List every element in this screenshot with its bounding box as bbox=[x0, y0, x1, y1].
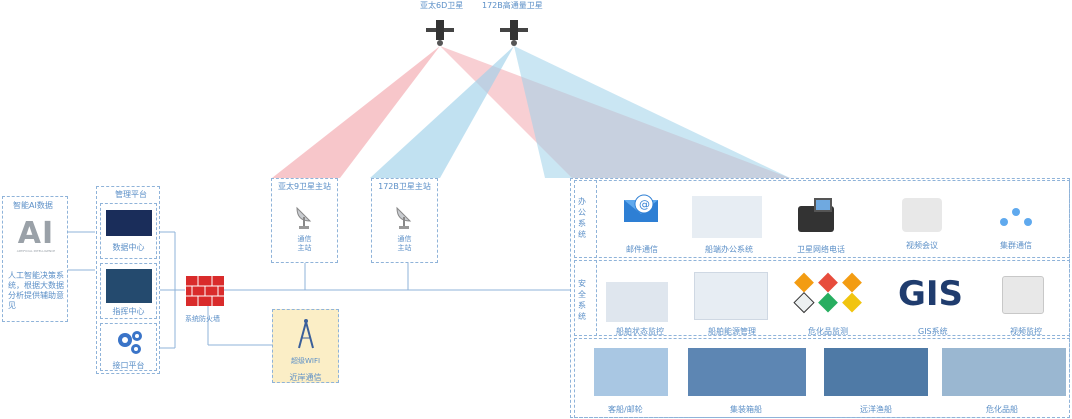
safety-item-label: 船舶状态监控 bbox=[616, 327, 664, 336]
office-title: 办公系统 bbox=[578, 197, 586, 239]
ships-row bbox=[574, 338, 1070, 418]
office-item-label: 卫星网络电话 bbox=[797, 245, 845, 254]
ship-item-label: 危化品船 bbox=[986, 405, 1018, 414]
email-icon: @ bbox=[624, 194, 658, 222]
ai-logo: AI ARTIFICIAL INTELLIGENCE bbox=[16, 216, 56, 254]
interface-platform-card[interactable]: 接口平台 bbox=[100, 323, 157, 371]
safety-item-label: 视频监控 bbox=[1010, 327, 1042, 336]
safety-item-label: 危化品监测 bbox=[808, 327, 848, 336]
command-center-card[interactable]: 指挥中心 bbox=[100, 263, 157, 319]
fishing-ship-image bbox=[824, 348, 928, 396]
satellite-1-label: 亚太6D卫星 bbox=[420, 1, 464, 10]
hazard-signs-icon bbox=[793, 272, 862, 314]
cluster-communication-icon bbox=[1000, 208, 1032, 226]
safety-item-label: GIS系统 bbox=[918, 327, 948, 336]
management-panel: 管理平台 数据中心 指挥中心 接口平台 bbox=[96, 186, 160, 374]
container-ship-image bbox=[688, 348, 806, 396]
firewall-icon bbox=[186, 276, 224, 306]
safety-divider bbox=[596, 260, 598, 336]
management-title: 管理平台 bbox=[115, 190, 147, 199]
data-center-card[interactable]: 数据中心 bbox=[100, 203, 157, 259]
ship-item-label: 集装箱船 bbox=[730, 405, 762, 414]
data-center-screen-icon bbox=[106, 210, 152, 236]
office-item-label: 船端办公系统 bbox=[705, 245, 753, 254]
ship-item-label: 远洋渔船 bbox=[860, 405, 892, 414]
wifi-tower-icon bbox=[298, 319, 314, 349]
satellite-icon bbox=[426, 20, 454, 46]
ai-panel: 智能AI数据 AI ARTIFICIAL INTELLIGENCE 人工智能决策… bbox=[2, 196, 68, 322]
video-conference-icon bbox=[902, 198, 942, 232]
office-divider bbox=[596, 180, 598, 258]
gears-icon bbox=[118, 331, 142, 354]
chemical-ship-image bbox=[942, 348, 1066, 396]
satellite-icon bbox=[500, 20, 528, 46]
ai-panel-title: 智能AI数据 bbox=[13, 201, 53, 210]
office-row bbox=[574, 180, 1070, 258]
command-center-image-icon bbox=[106, 269, 152, 303]
phone-icon bbox=[798, 198, 834, 232]
office-item-label: 邮件通信 bbox=[626, 245, 658, 254]
satellite-dish-icon bbox=[296, 206, 312, 229]
satellite-dish-icon bbox=[396, 206, 412, 229]
ai-panel-desc: 人工智能决策系统，根据大数据分析提供辅助意见 bbox=[8, 271, 64, 310]
office-system-image-icon bbox=[692, 196, 762, 238]
safety-item-label: 船舶能源管理 bbox=[708, 327, 756, 336]
satellite-2-label: 172B高通量卫星 bbox=[482, 1, 543, 10]
ship-status-image-icon bbox=[606, 282, 668, 322]
camera-icon bbox=[1002, 276, 1044, 314]
safety-row bbox=[574, 260, 1070, 336]
ground-station-2: 172B卫星主站 通信 主站 bbox=[371, 178, 438, 263]
office-item-label: 视频会议 bbox=[906, 241, 938, 250]
office-item-label: 集群通信 bbox=[1000, 241, 1032, 250]
svg-text:@: @ bbox=[639, 198, 650, 211]
ship-item-label: 客船/邮轮 bbox=[608, 405, 643, 414]
safety-title: 安全系统 bbox=[578, 279, 586, 321]
nearshore-panel: 超级WIFI 近岸通信 bbox=[272, 309, 339, 383]
gis-logo-icon: GIS bbox=[898, 274, 964, 314]
firewall-label: 系统防火墙 bbox=[185, 315, 220, 323]
cruise-ship-image bbox=[594, 348, 668, 396]
energy-management-image-icon bbox=[694, 272, 768, 320]
ground-station-1: 亚太9卫星主站 通信 主站 bbox=[271, 178, 338, 263]
